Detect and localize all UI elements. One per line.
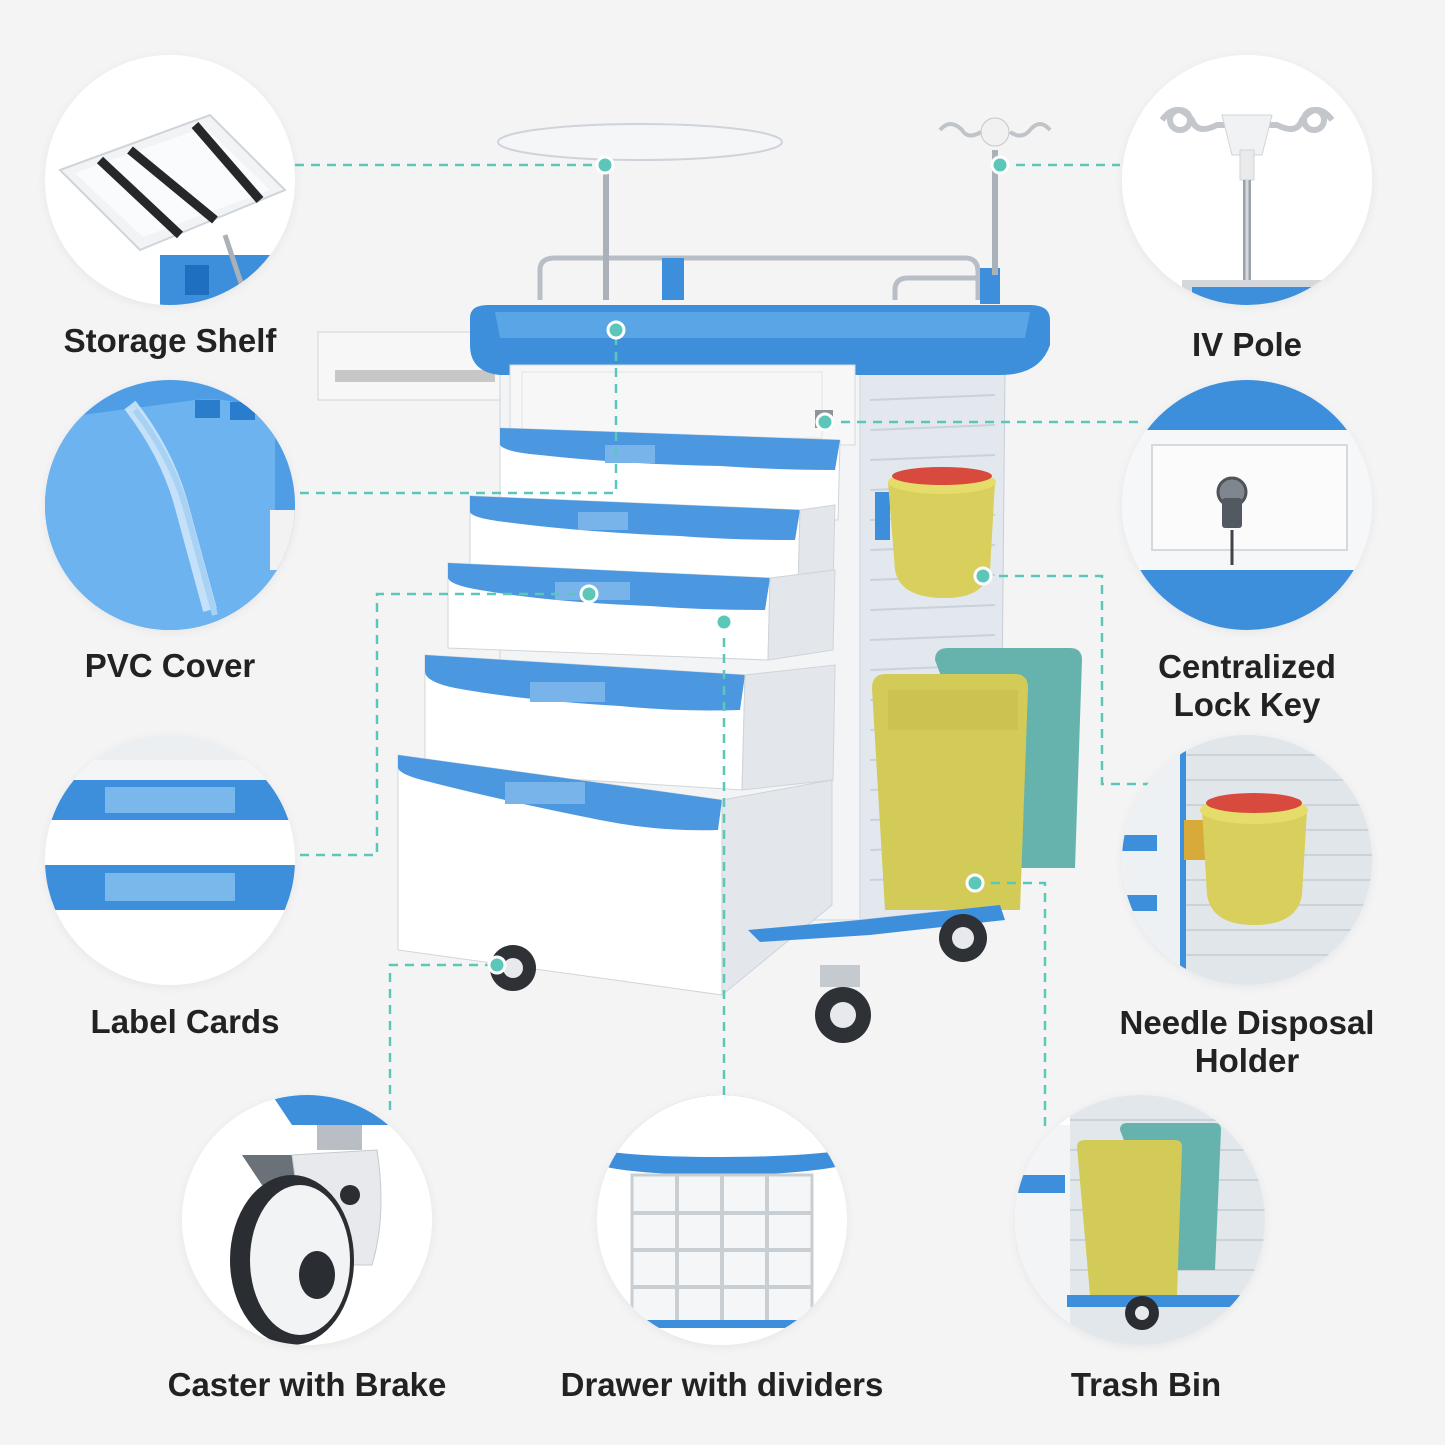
iv-pole-detail [1122, 55, 1372, 305]
needle-holder-detail [1122, 735, 1372, 985]
storage-shelf-detail [45, 55, 295, 305]
lock-key-detail [1122, 380, 1372, 630]
trash-bin-icon [1015, 1095, 1265, 1345]
storage-shelf-caption: Storage Shelf [63, 322, 277, 359]
needle-holder-caption: Needle Disposal Holder [1119, 1004, 1375, 1079]
label-cards-detail [45, 735, 295, 985]
label-card-icon [45, 735, 295, 985]
label-cards-caption: Label Cards [90, 1003, 280, 1040]
needle-container-icon [1122, 735, 1372, 985]
trash-bin-caption: Trash Bin [1070, 1366, 1222, 1403]
drawer-dividers-icon [597, 1095, 847, 1345]
caster-wheel-icon [182, 1095, 432, 1345]
iv-pole-caption: IV Pole [1191, 326, 1303, 363]
pvc-cover-caption: PVC Cover [84, 647, 256, 684]
tray-icon [45, 55, 295, 305]
pvc-cover-detail [45, 380, 295, 630]
lock-key-caption: Centralized Lock Key [1158, 648, 1336, 723]
iv-hook-icon [1122, 55, 1372, 305]
drawer-dividers-caption: Drawer with dividers [560, 1366, 884, 1403]
drawer-dividers-detail [597, 1095, 847, 1345]
trash-bin-detail [1015, 1095, 1265, 1345]
caster-caption: Caster with Brake [167, 1366, 447, 1403]
cover-icon [45, 380, 295, 630]
lock-key-icon [1122, 380, 1372, 630]
caster-detail [182, 1095, 432, 1345]
